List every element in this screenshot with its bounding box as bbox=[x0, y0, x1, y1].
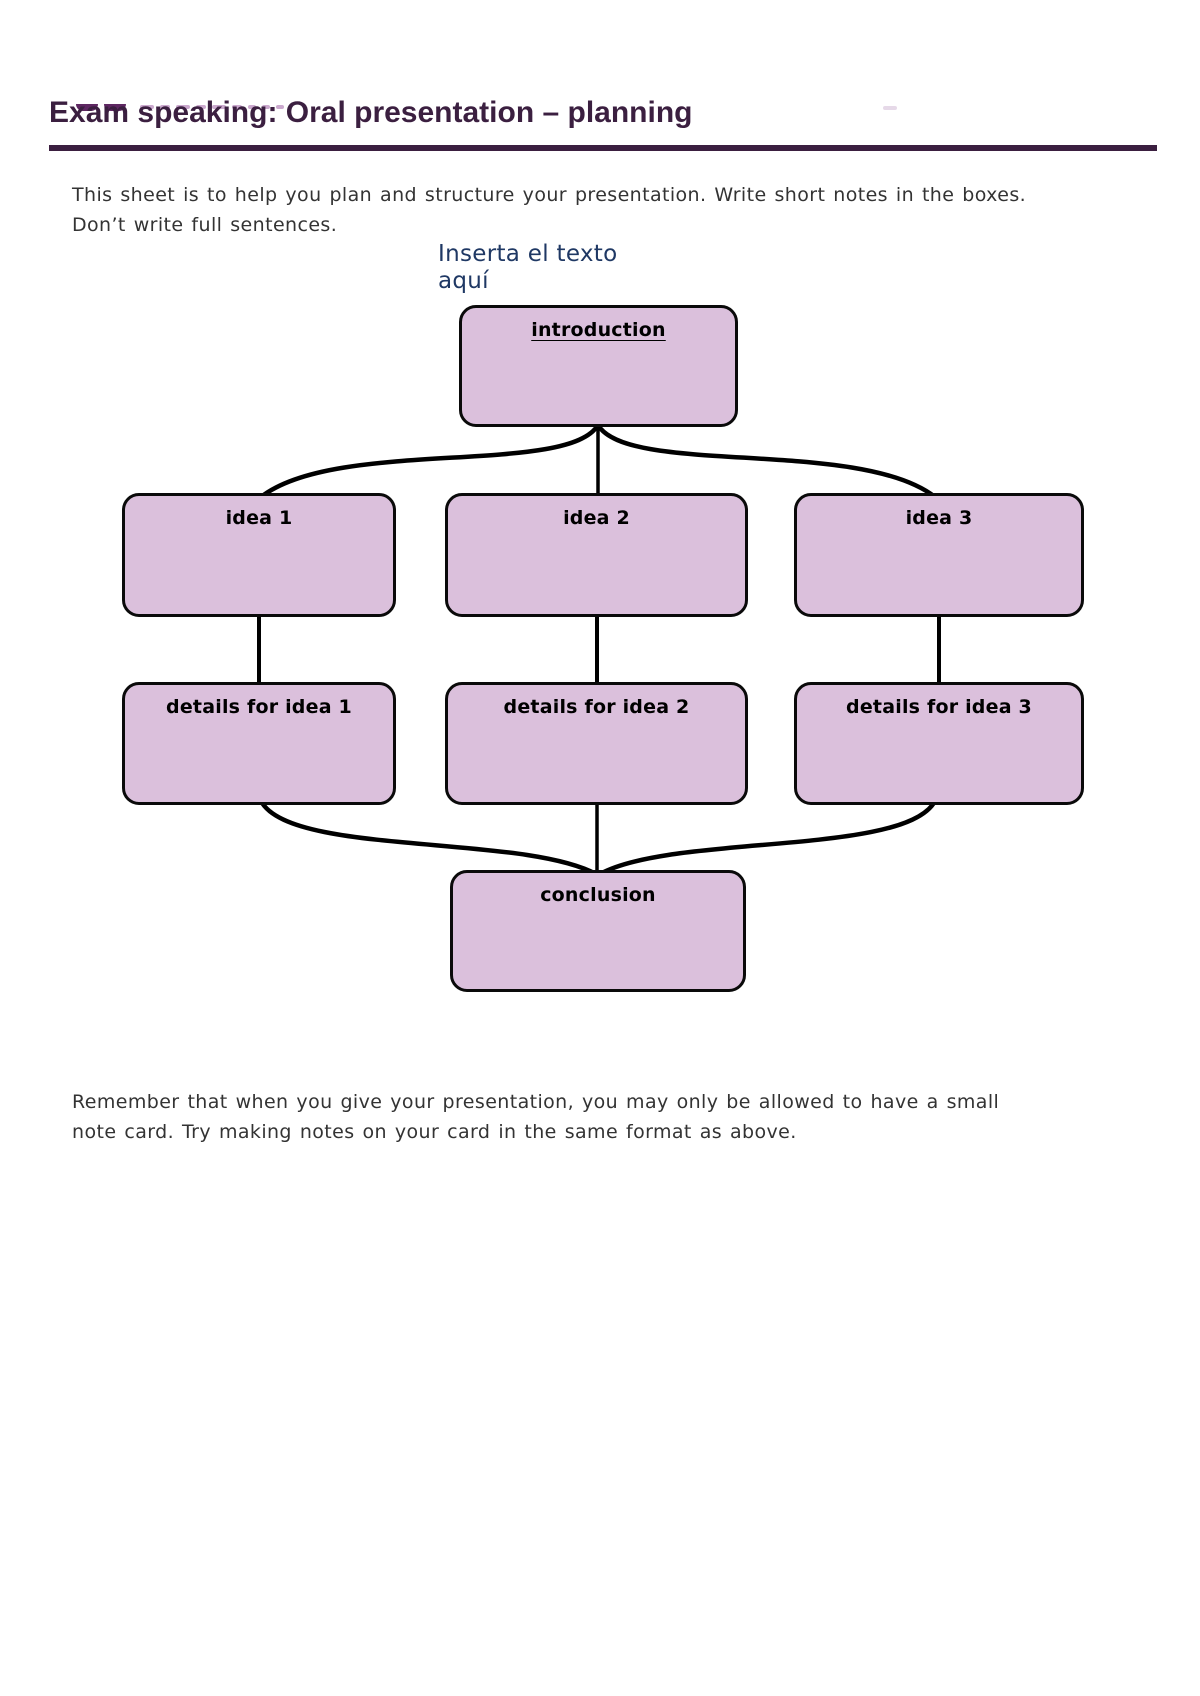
intro-paragraph: This sheet is to help you plan and struc… bbox=[72, 184, 1027, 236]
node-label: details for idea 2 bbox=[503, 696, 690, 718]
logo-fragment-dash bbox=[248, 105, 256, 109]
page-title: Exam speaking: Oral presentation – plann… bbox=[49, 96, 693, 129]
connector-introduction-to-idea-1 bbox=[258, 422, 601, 500]
title-underline-rule bbox=[49, 145, 1157, 151]
logo-fragment-dash bbox=[176, 105, 190, 109]
node-details-for-idea-1[interactable]: details for idea 1 bbox=[122, 682, 396, 805]
logo-fragment-dash bbox=[160, 105, 170, 109]
connector-details-3-to-conclusion bbox=[597, 798, 938, 877]
logo-fragment-blob bbox=[76, 104, 98, 111]
node-conclusion[interactable]: conclusion bbox=[450, 870, 746, 992]
node-label: idea 2 bbox=[563, 507, 630, 529]
clipped-logo-fragment-right bbox=[883, 106, 897, 110]
logo-fragment-blob bbox=[104, 104, 126, 111]
node-label: idea 3 bbox=[905, 507, 973, 529]
node-idea-1[interactable]: idea 1 bbox=[122, 493, 396, 617]
logo-fragment-dash bbox=[276, 105, 284, 109]
node-label: details for idea 3 bbox=[846, 696, 1032, 718]
logo-fragment-dash bbox=[140, 105, 154, 109]
logo-fragment-dash bbox=[262, 105, 270, 109]
closing-paragraph: Remember that when you give your present… bbox=[72, 1091, 1000, 1143]
logo-fragment-dash bbox=[196, 105, 206, 109]
logo-fragment-dash bbox=[232, 105, 242, 109]
connector-details-1-to-conclusion bbox=[258, 798, 599, 877]
node-details-for-idea-2[interactable]: details for idea 2 bbox=[445, 682, 748, 805]
node-label: details for idea 1 bbox=[166, 696, 352, 718]
insert-text-placeholder[interactable]: Inserta el texto aquí bbox=[438, 241, 618, 294]
clipped-logo-fragment bbox=[76, 104, 290, 113]
node-label: conclusion bbox=[540, 884, 656, 906]
logo-fragment-dash bbox=[212, 105, 226, 109]
node-label: introduction bbox=[531, 319, 666, 341]
node-details-for-idea-3[interactable]: details for idea 3 bbox=[794, 682, 1084, 805]
node-idea-2[interactable]: idea 2 bbox=[445, 493, 748, 617]
node-idea-3[interactable]: idea 3 bbox=[794, 493, 1084, 617]
node-label: idea 1 bbox=[225, 507, 293, 529]
node-introduction[interactable]: introduction bbox=[459, 305, 738, 427]
connector-introduction-to-idea-3 bbox=[595, 422, 938, 500]
